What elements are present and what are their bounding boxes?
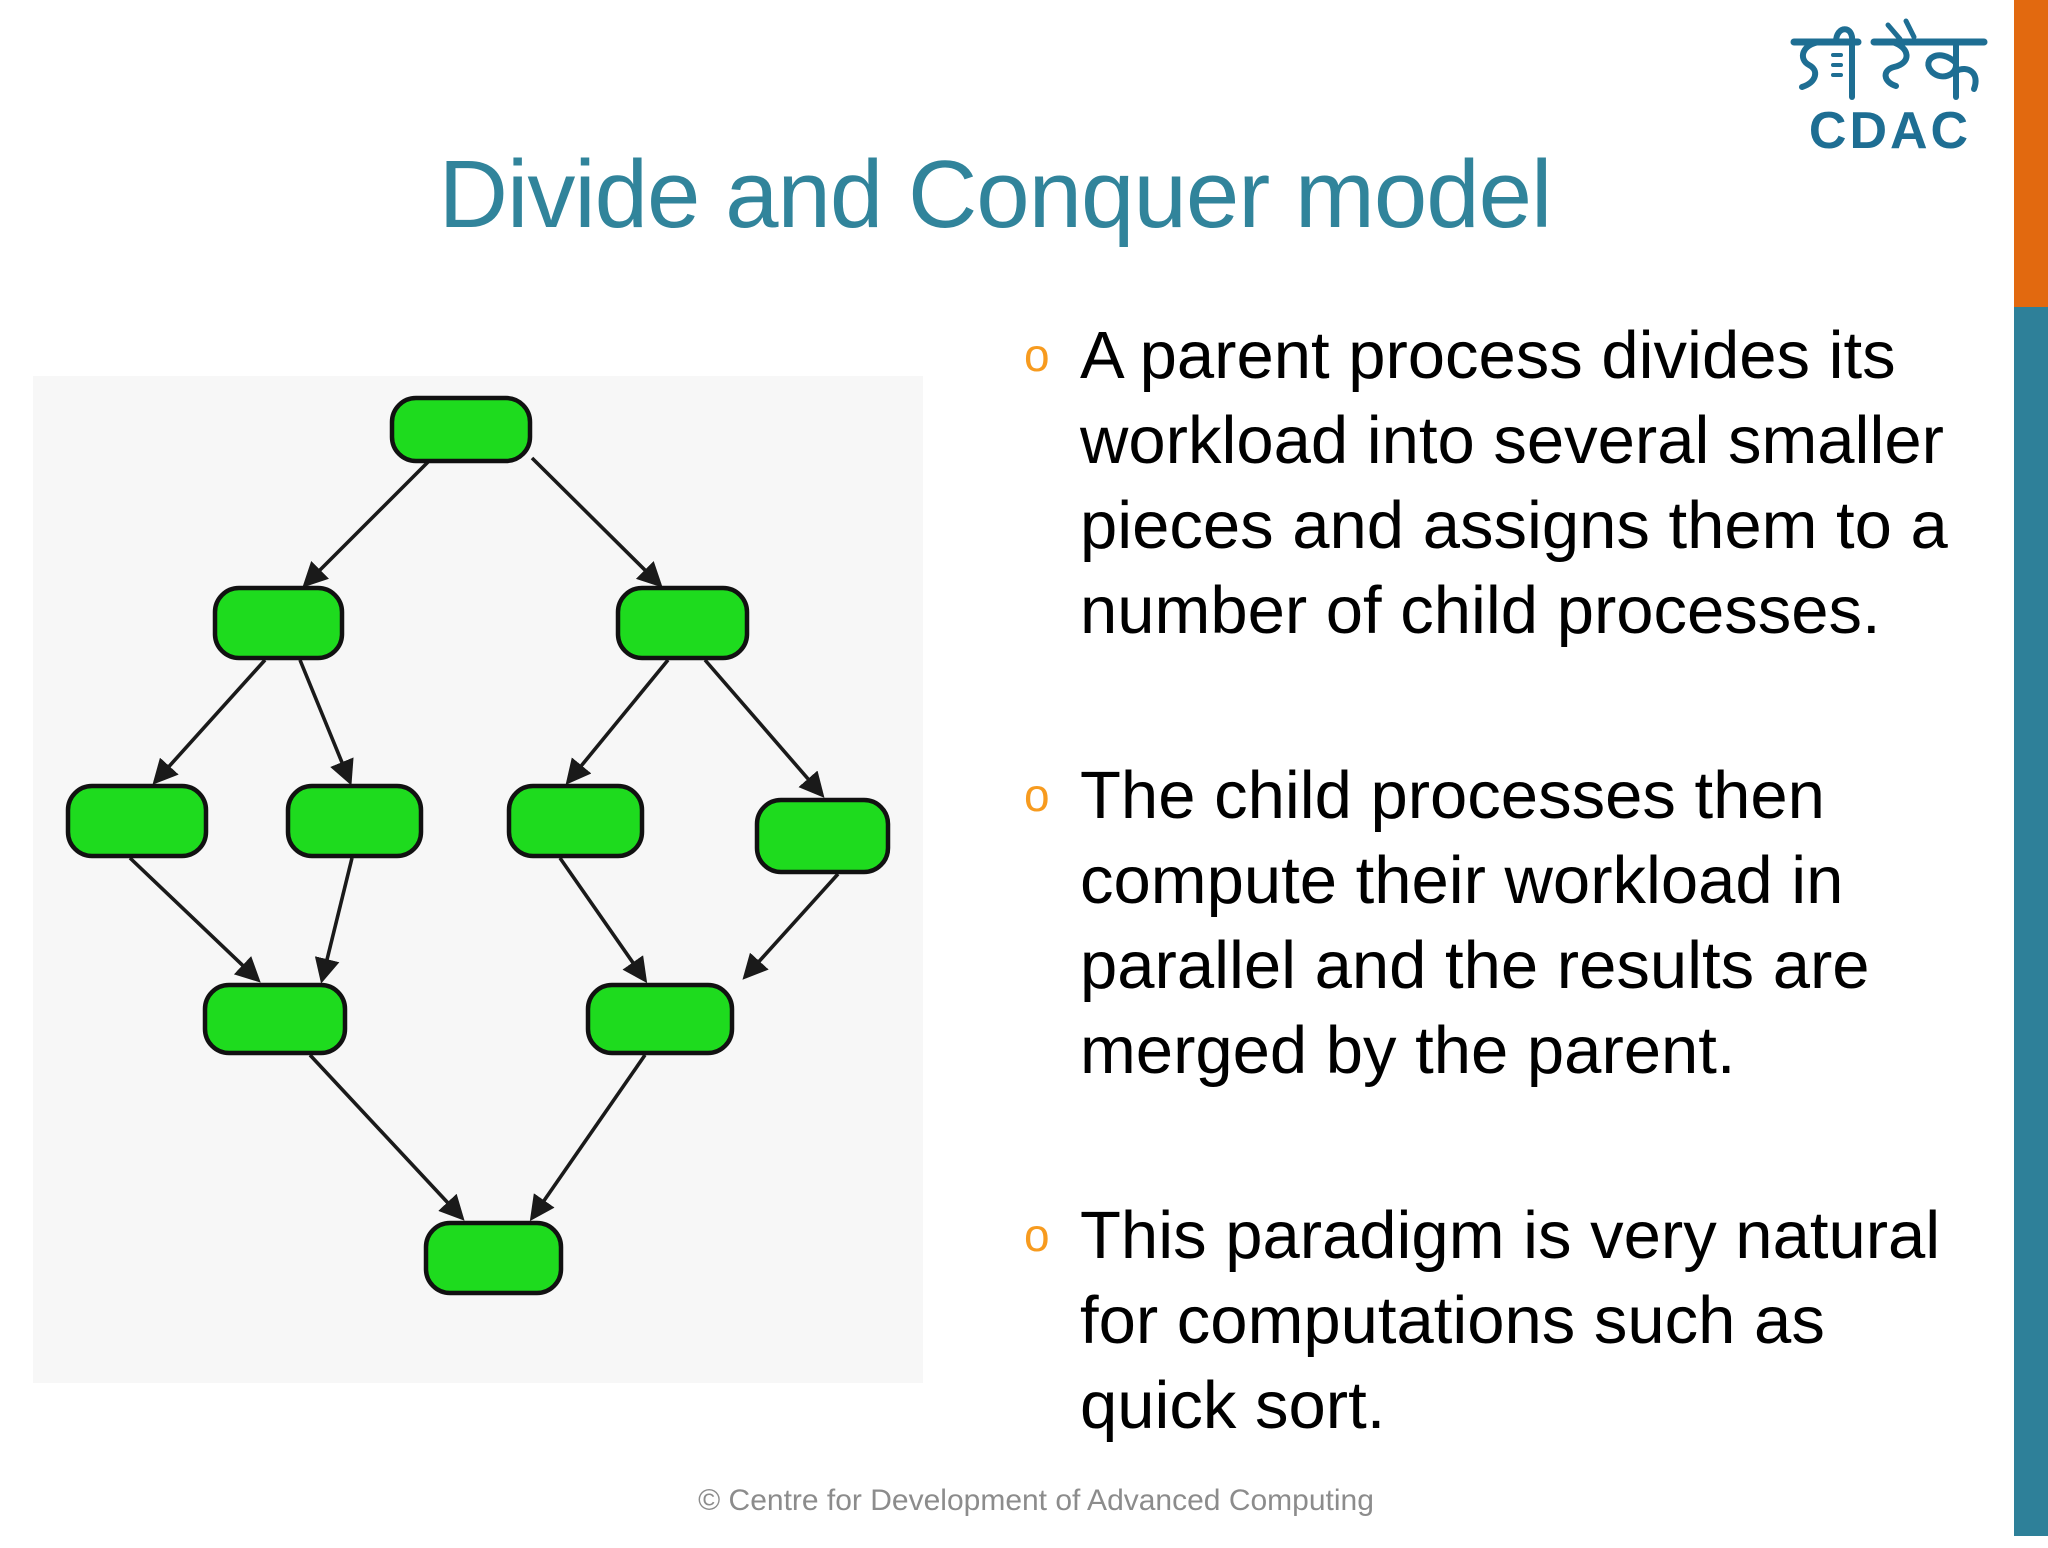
edge-child-right-leaf-3: [565, 658, 670, 785]
bullet-text-line: The child processes then: [1080, 758, 1825, 833]
edge-child-left-leaf-2: [298, 659, 354, 786]
edge-merge-left-result: [308, 1053, 465, 1221]
process-node-result: [423, 1220, 564, 1296]
edge-child-right-leaf-4: [703, 658, 825, 798]
bullet-marker-icon: o: [1024, 1209, 1050, 1261]
bullet-text-line: A parent process divides its: [1080, 318, 1896, 393]
bullet-text-line: merged by the parent.: [1080, 1013, 1736, 1088]
edge-leaf-4-merge-right: [742, 872, 840, 980]
process-tree-svg: [65, 395, 891, 1296]
cdac-logo: CDAC: [1790, 18, 1990, 158]
bullet-item: o A parent process divides its workload in…: [1022, 313, 2022, 653]
edge-root-child-left: [302, 460, 430, 588]
accent-bar-orange-segment: [2014, 0, 2048, 307]
bullet-text-line: compute their workload in: [1080, 843, 1844, 918]
bullet-list: o A parent process divides its workload in…: [1022, 313, 2022, 1548]
process-node-merge-left: [202, 982, 348, 1056]
process-node-leaf-1: [65, 783, 209, 859]
bullet-text-line: number of child processes.: [1080, 573, 1881, 648]
process-node-root: [389, 395, 533, 464]
divide-conquer-diagram: [33, 376, 923, 1383]
process-node-leaf-4: [754, 797, 891, 875]
bullet-text-line: for computations such as: [1080, 1283, 1825, 1358]
bullet-text: A parent process divides its workload int…: [1080, 313, 1948, 653]
bullet-marker-icon: o: [1024, 769, 1050, 821]
footer-copyright: © Centre for Development of Advanced Com…: [698, 1484, 1374, 1517]
accent-bar-teal-segment: [2014, 307, 2048, 1536]
bullet-text-line: This paradigm is very natural: [1080, 1198, 1941, 1273]
process-node-merge-right: [585, 982, 735, 1056]
edge-leaf-3-merge-right: [558, 856, 648, 984]
bullet-text: This paradigm is very natural for computa…: [1080, 1193, 1940, 1448]
page-title: Divide and Conquer model: [438, 141, 1553, 248]
edge-child-left-leaf-1: [152, 658, 267, 785]
bullet-item: o This paradigm is very natural for comput…: [1022, 1193, 2022, 1448]
process-node-child-left: [212, 585, 345, 661]
bullet-text: The child processes then compute their wo…: [1080, 753, 1870, 1093]
bullet-text-line: parallel and the results are: [1080, 928, 1870, 1003]
edge-root-child-right: [530, 456, 663, 588]
bullet-marker-icon: o: [1024, 329, 1050, 381]
process-node-leaf-2: [285, 783, 424, 859]
process-node-child-right: [615, 585, 750, 661]
process-node-leaf-3: [506, 783, 645, 859]
cdac-logo-text: CDAC: [1809, 102, 1971, 158]
edge-merge-right-result: [529, 1053, 647, 1222]
edge-leaf-1-merge-left: [128, 856, 261, 983]
bullet-text-line: workload into several smaller: [1080, 403, 1944, 478]
bullet-item: o The child processes then compute their w…: [1022, 753, 2022, 1093]
edge-leaf-2-merge-left: [314, 857, 354, 984]
cdac-logo-devanagari-icon: [1790, 18, 1988, 100]
bullet-text-line: pieces and assigns them to a: [1080, 488, 1948, 563]
bullet-text-line: quick sort.: [1080, 1368, 1386, 1443]
